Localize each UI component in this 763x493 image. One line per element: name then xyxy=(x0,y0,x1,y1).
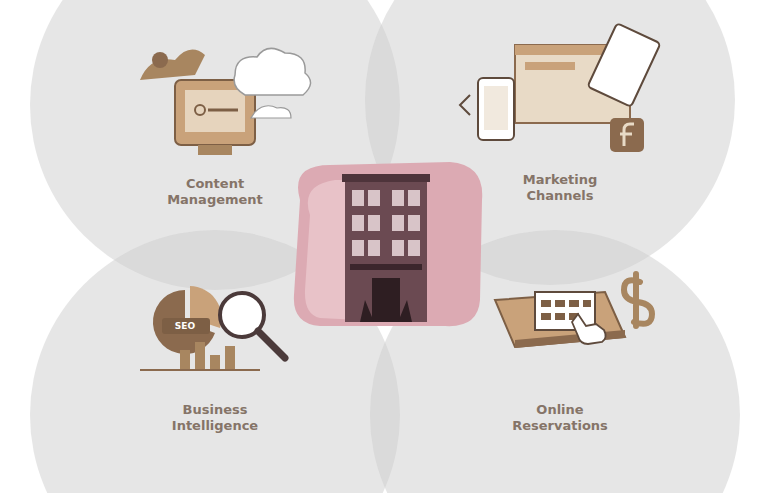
circle-label: Marketing Channels xyxy=(500,172,620,204)
circle-label: Online Reservations xyxy=(500,402,620,434)
circle-label: Business Intelligence xyxy=(155,402,275,434)
icon-text: SEO xyxy=(175,321,195,331)
feature-circle: Online Reservations xyxy=(370,230,740,493)
feature-circle: Business Intelligence xyxy=(30,230,400,493)
circle-label: Content Management xyxy=(155,176,275,208)
